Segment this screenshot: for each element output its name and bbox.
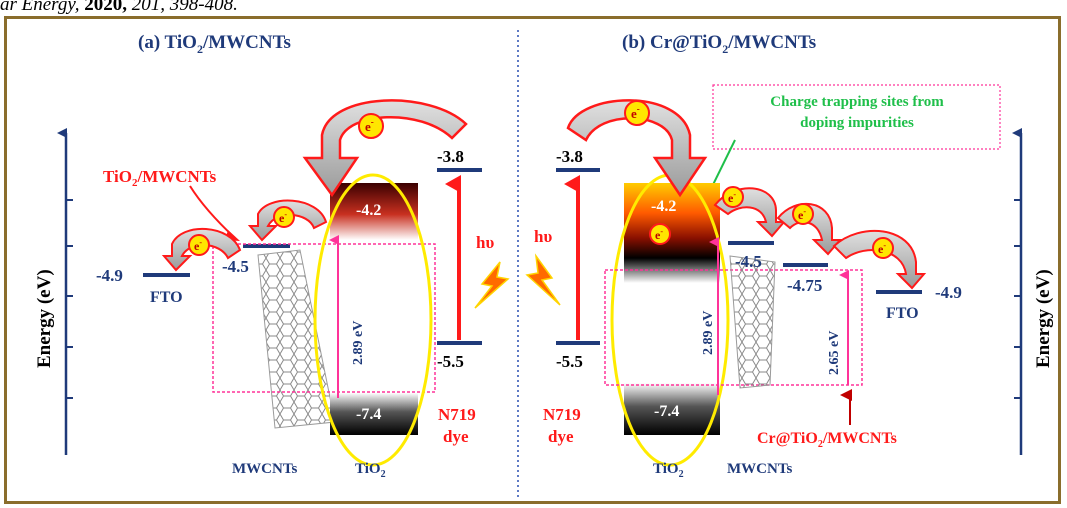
citation-year: 2020, — [84, 0, 128, 15]
electron-injection-arrow-b — [566, 99, 708, 198]
electron-transfer-arrow-a1 — [247, 199, 328, 242]
fto-value-a: -4.9 — [96, 266, 123, 285]
svg-text:e-: e- — [631, 104, 640, 121]
dye-lumo-value-b: -3.8 — [556, 147, 583, 166]
mwcnt-label-b: MWCNTs — [727, 461, 792, 477]
lightning-icon — [474, 261, 510, 309]
tio2-label-b: TiO2 — [653, 461, 684, 480]
tio2-valence-band-b — [624, 383, 720, 435]
svg-text:e-: e- — [728, 190, 736, 205]
trap-note-line1: Charge trapping sites from — [770, 94, 944, 110]
dye-homo-value-b: -5.5 — [556, 352, 583, 371]
tio2-ellipse-a — [313, 173, 433, 467]
tio2-vb-value-b: -7.4 — [654, 403, 679, 420]
gap-value-b2: 2.65 eV — [827, 331, 842, 375]
hv-label-a: hυ — [476, 233, 494, 252]
composite-label-a: TiO2/MWCNTs — [103, 167, 217, 189]
electron-badge-a2: e- — [273, 206, 295, 228]
electron-badge-b2: e- — [722, 186, 744, 208]
mwcnt-label-a: MWCNTs — [232, 461, 297, 477]
axis-label-b: Energy (eV) — [1033, 269, 1054, 368]
panel-b: (b) Cr@TiO2/MWCNTs Charge trapping sites… — [525, 32, 1054, 480]
interface-box-b — [604, 269, 863, 386]
electron-badge-b3: e- — [792, 203, 814, 225]
trap-note-line2: doping impurities — [800, 115, 914, 131]
fto-label-a: FTO — [150, 289, 183, 306]
fto-value-b: -4.9 — [935, 283, 962, 302]
lightning-icon-b — [525, 253, 561, 306]
gap-value-b1: 2.89 eV — [701, 311, 716, 355]
tio2-vb-value-a: -7.4 — [356, 406, 381, 423]
trap-note-box — [712, 84, 1001, 150]
electron-injection-arrow-a — [302, 99, 468, 198]
dye-name-a: N719 — [438, 405, 476, 424]
mwcnt-value2-b: -4.75 — [787, 276, 822, 295]
electron-badge-a3: e- — [188, 234, 210, 256]
tio2-cb-value-a: -4.2 — [356, 202, 381, 219]
composite-label-b: Cr@TiO2/MWCNTs — [757, 430, 897, 450]
dye-homo-value-a: -5.5 — [437, 352, 464, 371]
panel-b-title: (b) Cr@TiO2/MWCNTs — [622, 32, 816, 56]
axis-ticks-b — [1014, 199, 1021, 399]
dye-word-a: dye — [443, 427, 469, 446]
svg-text:e-: e- — [878, 241, 886, 256]
electron-transfer-arrow-a2 — [161, 227, 242, 272]
dye-name-b: N719 — [543, 405, 581, 424]
tio2-label-a: TiO2 — [355, 461, 386, 480]
axis-ticks-a — [66, 199, 73, 399]
mwcnt-value-b: -4.5 — [735, 252, 762, 271]
mwcnt-value-a: -4.5 — [222, 257, 249, 276]
svg-text:e-: e- — [279, 210, 287, 225]
citation-pages: 201, 398-408. — [131, 0, 238, 15]
panel-a-title: (a) TiO2/MWCNTs — [138, 32, 291, 56]
axis-label-a: Energy (eV) — [34, 269, 55, 368]
svg-text:e-: e- — [365, 117, 374, 134]
dye-lumo-value-a: -3.8 — [437, 147, 464, 166]
svg-text:e-: e- — [798, 207, 806, 222]
citation: ar Energy, 2020, 201, 398-408. — [0, 0, 238, 16]
gap-value-a: 2.89 eV — [351, 321, 366, 365]
svg-text:e-: e- — [194, 238, 202, 253]
electron-badge-b-trap: e- — [649, 223, 671, 245]
svg-text:e-: e- — [655, 227, 663, 242]
electron-badge-b4: e- — [872, 237, 894, 259]
tio2-valence-band-a — [330, 393, 418, 435]
fto-label-b: FTO — [886, 305, 919, 322]
nanotube-mesh-b — [729, 255, 776, 389]
electron-badge-b1: e- — [624, 100, 650, 126]
hv-label-b: hυ — [534, 227, 552, 246]
electron-badge-a1: e- — [358, 113, 384, 139]
dye-word-b: dye — [548, 427, 574, 446]
electron-transfer-arrow-b3 — [832, 229, 927, 290]
citation-journal: ar Energy, — [0, 0, 80, 15]
tio2-cb-value-b: -4.2 — [651, 198, 676, 215]
panel-a: (a) TiO2/MWCNTs Energy (eV) TiO2/MWCNTs … — [34, 32, 510, 480]
